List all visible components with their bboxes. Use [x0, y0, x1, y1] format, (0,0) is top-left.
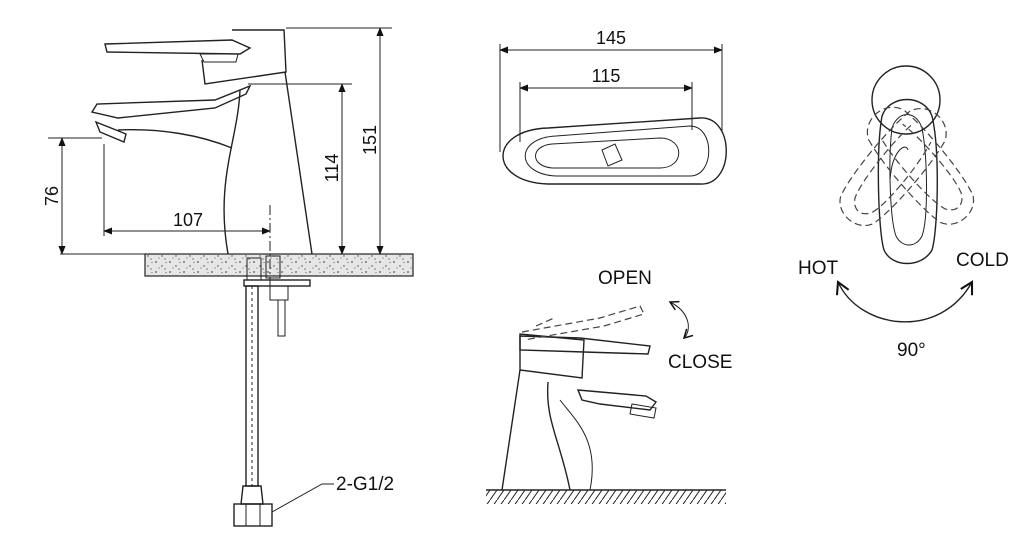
lever-tip-top — [601, 143, 623, 167]
dim-107-label: 107 — [173, 210, 203, 230]
dim-76-label: 76 — [42, 186, 62, 206]
lever-handle — [104, 39, 252, 55]
close-label: CLOSE — [668, 352, 732, 373]
floor-hatch — [486, 490, 726, 504]
open-close-view: OPEN CLOSE — [486, 268, 732, 504]
open-label: OPEN — [598, 268, 652, 289]
hot-label: HOT — [798, 258, 839, 279]
lever-closed — [519, 335, 651, 355]
cold-label: COLD — [956, 250, 1009, 271]
connection-label: 2-G1/2 — [336, 474, 394, 495]
aerator — [94, 120, 127, 143]
mounting-plate — [243, 279, 311, 287]
body-front-edge — [223, 89, 241, 255]
body-left-edge — [501, 369, 521, 491]
threaded-rod — [277, 299, 286, 337]
lever-slot — [535, 137, 680, 169]
connection-leader — [271, 483, 334, 513]
body-rear-edge — [284, 71, 313, 255]
dim-151-label: 151 — [360, 125, 380, 155]
hose-ferrule — [240, 485, 264, 505]
body-inner-curve — [559, 399, 593, 491]
spout-top — [90, 84, 252, 119]
top-outline-outer — [502, 117, 727, 185]
lever-open-hinge — [535, 317, 555, 327]
lever-center-inner — [889, 114, 927, 246]
body-top-block — [519, 333, 585, 379]
countertop — [144, 253, 414, 277]
top-view: 145 115 — [499, 28, 727, 185]
dim-114-label: 114 — [322, 154, 342, 183]
spout — [576, 389, 658, 411]
rotation-arrow — [835, 280, 974, 323]
mount-stud — [265, 255, 281, 279]
body-front-curve — [546, 381, 571, 491]
dim-145-label: 145 — [596, 28, 626, 48]
lever-center-detail — [889, 146, 909, 181]
open-close-arrow — [668, 300, 694, 340]
lever-center — [877, 99, 938, 265]
lever-cold-position — [839, 108, 947, 227]
lever-hot-position — [866, 106, 975, 225]
body-top-block — [201, 29, 287, 85]
rotation-label: 90° — [897, 340, 926, 361]
side-view: 76 107 114 151 2-G1/2 — [42, 27, 414, 527]
hot-cold-view: HOT COLD 90° — [798, 65, 1009, 361]
spout-underside — [117, 128, 233, 149]
top-outline-inner — [525, 125, 710, 177]
lever-open — [521, 305, 645, 341]
body-cap — [871, 65, 941, 135]
spout-aerator — [629, 403, 657, 419]
hose-nut — [233, 503, 273, 527]
lever-hinge — [199, 53, 239, 63]
mount-nut — [269, 285, 289, 301]
dim-115-label: 115 — [592, 66, 621, 86]
